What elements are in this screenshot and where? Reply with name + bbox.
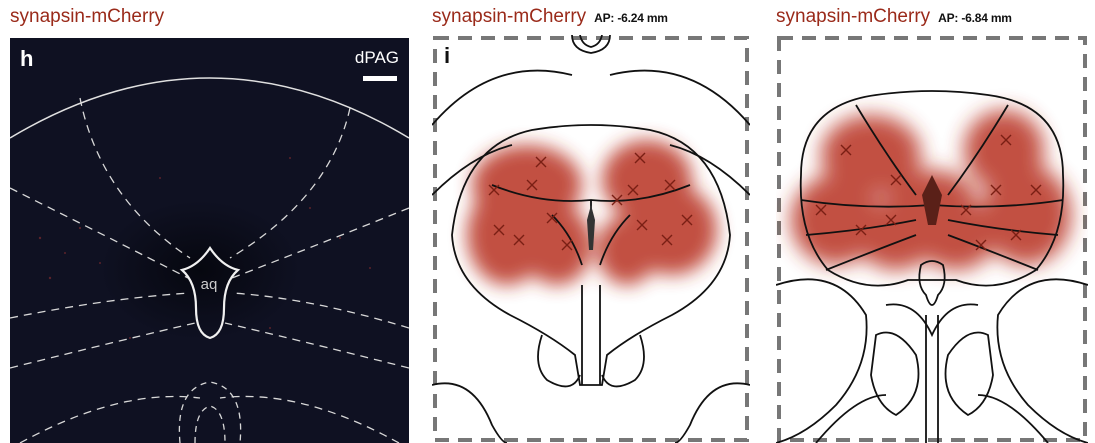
fluorescence-micrograph: h dPAG aq [10,38,409,443]
atlas-schematic-i [432,35,750,443]
panel-h-letter: h [20,46,33,72]
panel-h-title: synapsin-mCherry [10,6,164,28]
region-label-dpag: dPAG [355,48,399,68]
scale-bar [363,76,397,81]
schematic-ap-6-24: i [432,35,750,443]
brain-outline-overlay [10,38,409,443]
panel-i-ap-label: AP: -6.24 mm [594,11,668,25]
panel-i-letter: i [444,43,450,69]
panel-j-ap-label: AP: -6.84 mm [938,11,1012,25]
atlas-schematic-j [776,35,1088,443]
schematic-ap-6-84 [776,35,1088,443]
aqueduct-label: aq [191,276,227,293]
